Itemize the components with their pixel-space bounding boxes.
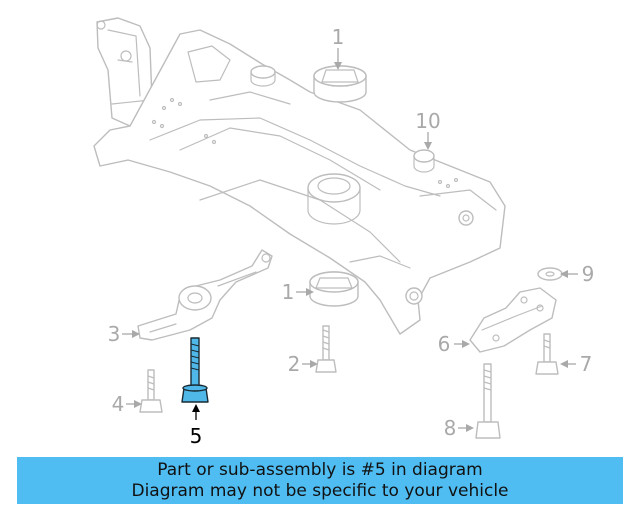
- part-2-bolt: [315, 325, 337, 373]
- callout-label-9: 9: [582, 262, 595, 286]
- part-4-bolt: [139, 369, 163, 413]
- callout-label-3: 3: [108, 322, 121, 346]
- part-1-upper-mount: [313, 65, 367, 103]
- callout-label-5: 5: [190, 424, 203, 448]
- part-7-bolt: [535, 333, 559, 375]
- part-1-lower-mount: [309, 271, 359, 307]
- subframe-crossmember: [93, 17, 506, 335]
- callout-label-4: 4: [112, 392, 125, 416]
- callout-label-2: 2: [288, 352, 301, 376]
- leader-lines: [122, 48, 578, 432]
- callout-labels: 1 10 9 1 3 6 2 7 4 8 5: [108, 25, 595, 448]
- part-6-bracket: [469, 287, 557, 353]
- banner-line-1: Part or sub-assembly is #5 in diagram: [157, 459, 483, 480]
- callout-label-8: 8: [444, 416, 457, 440]
- part-5-bolt-highlighted: [181, 337, 209, 403]
- callout-label-1-upper: 1: [332, 25, 345, 49]
- part-3-torque-rod: [137, 249, 273, 341]
- callout-label-1-lower: 1: [282, 280, 295, 304]
- banner-line-2: Diagram may not be specific to your vehi…: [131, 480, 509, 501]
- callout-label-7: 7: [580, 352, 593, 376]
- part-8-bolt: [475, 363, 501, 439]
- part-9-washer: [537, 267, 563, 281]
- callout-label-10: 10: [415, 109, 440, 133]
- callout-label-6: 6: [438, 332, 451, 356]
- info-banner: Part or sub-assembly is #5 in diagram Di…: [17, 457, 623, 504]
